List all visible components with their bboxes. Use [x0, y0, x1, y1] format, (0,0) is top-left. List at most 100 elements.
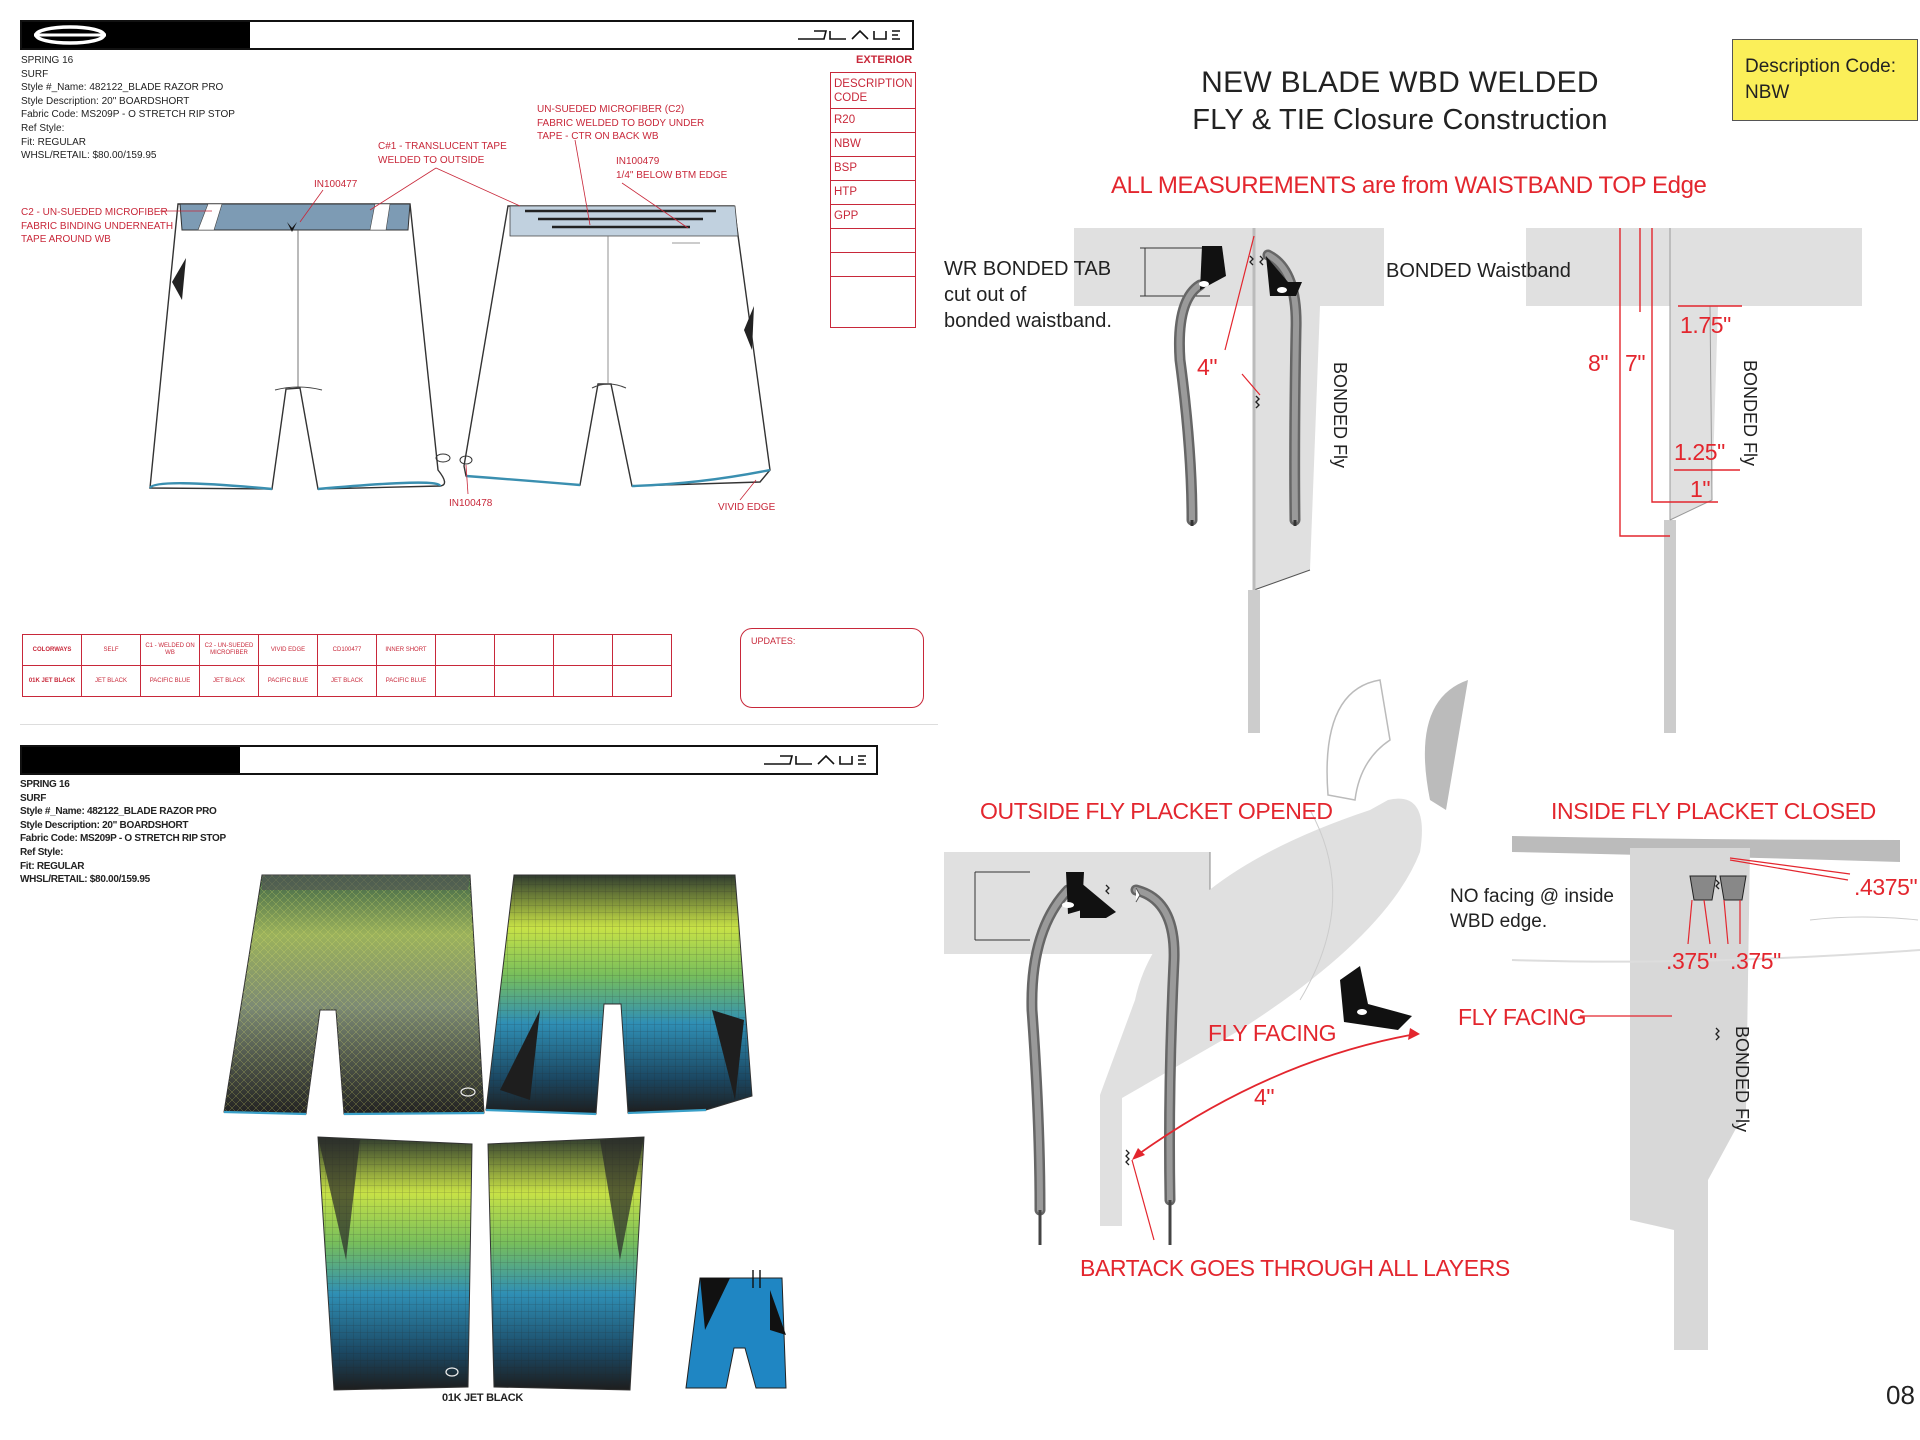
colorways-header-row: COLORWAYS SELF C1 - WELDED ON WB C2 - UN…	[22, 634, 672, 666]
cw-cell: 01K JET BLACK	[22, 665, 82, 697]
spec-fabric: Fabric Code: MS209P - O STRETCH RIP STOP	[21, 109, 235, 121]
cw-cell	[612, 665, 672, 697]
cw-head: SELF	[81, 634, 141, 666]
cw-head: C2 - UN-SUEDED MICROFIBER	[199, 634, 259, 666]
desc-row-gpp: GPP	[831, 205, 915, 229]
cw-head	[612, 634, 672, 666]
spec-fabric: Fabric Code: MS209P - O STRETCH RIP STOP	[20, 833, 226, 845]
cw-head: COLORWAYS	[22, 634, 82, 666]
measure-1-25: 1.25"	[1674, 439, 1725, 465]
measure-1: 1"	[1690, 476, 1711, 502]
callout-c1-tape: C#1 - TRANSLUCENT TAPE WELDED TO OUTSIDE	[378, 141, 507, 166]
inner-short-render	[685, 1270, 787, 1389]
leg-render-left	[317, 1136, 473, 1391]
spec-style-desc: Style Description: 20" BOARDSHORT	[21, 95, 190, 107]
spec-category: SURF	[20, 792, 47, 804]
spec-fit: Fit: REGULAR	[20, 860, 85, 872]
callout-c2-binding: C2 - UN-SUEDED MICROFIBER FABRIC BINDING…	[21, 207, 174, 245]
cw-head: VIVID EDGE	[258, 634, 318, 666]
measure-375-right: .375"	[1730, 948, 1781, 974]
fly-facing-label-1: FLY FACING	[1208, 1020, 1337, 1046]
description-code-text: Description Code: NBW	[1745, 56, 1897, 103]
spec-category: SURF	[21, 68, 49, 80]
spec-style-desc: Style Description: 20" BOARDSHORT	[20, 819, 189, 831]
colorway-caption: 01K JET BLACK	[442, 1392, 524, 1404]
spec-season: SPRING 16	[20, 779, 70, 790]
diagram-inside-placket	[1511, 836, 1920, 1350]
sheet1-spec-block: SPRING 16 SURF Style #_Name: 482122_BLAD…	[21, 54, 235, 163]
measure-8: 8"	[1588, 350, 1609, 376]
construction-title-1: NEW BLADE WBD WELDED	[1201, 66, 1599, 99]
callout-leaders	[160, 139, 757, 501]
cw-cell	[553, 665, 613, 697]
desc-row-bsp: BSP	[831, 157, 915, 181]
spec-ref: Ref Style:	[21, 122, 65, 134]
callout-in100477: IN100477	[314, 179, 358, 190]
inside-placket-title: INSIDE FLY PLACKET CLOSED	[1551, 798, 1876, 824]
updates-label: UPDATES:	[751, 636, 796, 646]
cw-cell: JET BLACK	[199, 665, 259, 697]
page-number: 08	[1886, 1380, 1915, 1410]
wr-bonded-tab-label: WR BONDED TAB cut out of bonded waistban…	[944, 258, 1112, 332]
cw-head: CD100477	[317, 634, 377, 666]
cw-head	[435, 634, 495, 666]
bonded-waistband-label: BONDED Waistband	[1386, 260, 1571, 282]
front-short-sketch	[148, 203, 451, 491]
back-render	[485, 874, 753, 1116]
desc-table-header: DESCRIPTION CODE	[831, 73, 915, 109]
bonded-fly-label-2: BONDED Fly	[1740, 360, 1760, 467]
callout-vivid-edge: VIVID EDGE	[718, 502, 776, 513]
sheet1-header-bar	[20, 20, 914, 50]
measure-4375: .4375"	[1854, 874, 1918, 900]
cw-cell	[494, 665, 554, 697]
cw-head: C1 - WELDED ON WB	[140, 634, 200, 666]
sheet-divider	[20, 724, 938, 725]
colorways-table: COLORWAYS SELF C1 - WELDED ON WB C2 - UN…	[22, 634, 672, 697]
desc-row-empty	[831, 229, 915, 253]
measure-4-top: 4"	[1197, 354, 1218, 380]
cw-cell: PACIFIC BLUE	[140, 665, 200, 697]
desc-row-empty	[831, 253, 915, 277]
desc-row-nbw: NBW	[831, 133, 915, 157]
bonded-fly-label-3: BONDED Fly	[1732, 1026, 1752, 1133]
construction-title-2: FLY & TIE Closure Construction	[1192, 104, 1608, 136]
diagram-measurements	[1526, 228, 1862, 733]
callout-in100479: IN100479 1/4" BELOW BTM EDGE	[616, 156, 728, 181]
blade-logo	[764, 754, 866, 765]
spec-style-name: Style #_Name: 482122_BLADE RAZOR PRO	[21, 82, 224, 94]
cw-cell: PACIFIC BLUE	[258, 665, 318, 697]
measure-1-75: 1.75"	[1680, 312, 1731, 338]
measure-375-left: .375"	[1666, 948, 1717, 974]
measurement-note: ALL MEASUREMENTS are from WAISTBAND TOP …	[1111, 172, 1707, 199]
callout-in100478: IN100478	[449, 498, 493, 509]
sheet2-header-bar	[20, 745, 878, 775]
cw-cell: PACIFIC BLUE	[376, 665, 436, 697]
cw-cell: JET BLACK	[81, 665, 141, 697]
bartack-label: BARTACK GOES THROUGH ALL LAYERS	[1080, 1255, 1510, 1281]
leg-render-right	[487, 1136, 645, 1391]
exterior-label: EXTERIOR	[856, 54, 913, 66]
desc-row-htp: HTP	[831, 181, 915, 205]
spec-price: WHSL/RETAIL: $80.00/159.95	[20, 874, 150, 886]
construction-diagrams	[944, 228, 1920, 1350]
diagram-front-fly	[1074, 228, 1384, 733]
updates-box: UPDATES:	[740, 628, 924, 708]
spec-style-name: Style #_Name: 482122_BLADE RAZOR PRO	[20, 806, 217, 818]
outside-placket-title: OUTSIDE FLY PLACKET OPENED	[980, 798, 1333, 824]
desc-row-r20: R20	[831, 109, 915, 133]
spec-fit: Fit: REGULAR	[21, 136, 87, 148]
spec-price: WHSL/RETAIL: $80.00/159.95	[21, 150, 157, 162]
spec-season: SPRING 16	[21, 55, 74, 66]
cw-cell	[435, 665, 495, 697]
sheet2-spec-block: SPRING 16 SURF Style #_Name: 482122_BLAD…	[20, 778, 226, 887]
blade-logo	[798, 29, 900, 40]
diagram-outside-placket	[944, 679, 1468, 1245]
colorway-renders	[223, 874, 787, 1391]
measure-4-bottom: 4"	[1254, 1084, 1275, 1110]
cw-head	[494, 634, 554, 666]
callout-c2-welded: UN-SUEDED MICROFIBER (C2) FABRIC WELDED …	[537, 104, 705, 142]
no-facing-note: NO facing @ inside WBD edge.	[1450, 886, 1614, 932]
oakley-logo	[34, 25, 106, 45]
fly-facing-label-2: FLY FACING	[1458, 1004, 1587, 1030]
